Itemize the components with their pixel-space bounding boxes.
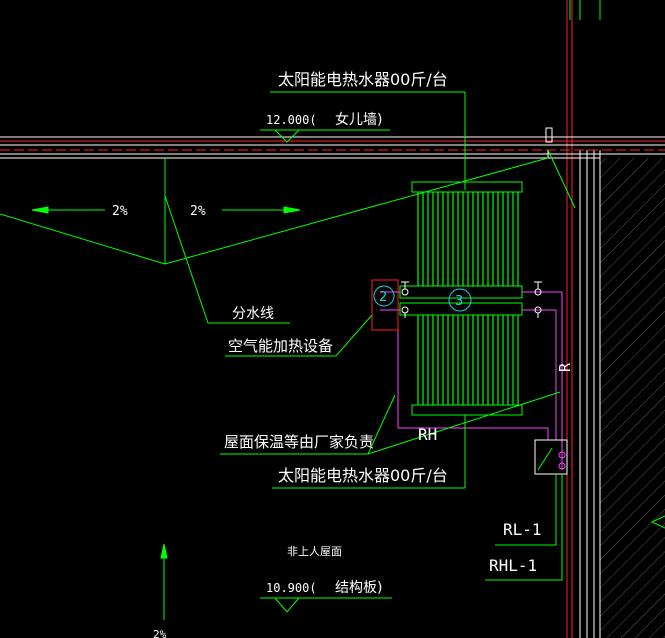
- roof-slab-lines: [0, 127, 665, 159]
- riser-label-leaders: [485, 474, 563, 581]
- heater-top-label: 太阳能电热水器00斤/台: [278, 70, 448, 89]
- callout-2: 2: [379, 290, 387, 305]
- parapet-elevation: 12.000(: [266, 113, 317, 127]
- air-heater-box: [371, 279, 399, 331]
- edge-marks: [650, 515, 665, 529]
- air-heater-leader: [225, 314, 373, 357]
- riser-box: [534, 439, 568, 475]
- valves: [401, 281, 542, 318]
- non-accessible-roof-label: 非上人屋面: [287, 545, 342, 558]
- slab-name: 结构板): [335, 580, 382, 596]
- slope-label-bottom: 2%: [153, 628, 167, 638]
- divide-line-leader: [164, 195, 290, 324]
- slope-label-right: 2%: [190, 204, 206, 219]
- callout-2-circle: [373, 285, 395, 307]
- rl1-label: RL-1: [503, 520, 542, 539]
- heater-bottom-leader: [272, 415, 466, 489]
- roof-insulation-label: 屋面保温等由厂家负责: [224, 433, 374, 451]
- slab-elevation-mark: [260, 597, 392, 613]
- bottom-slope-arrow: [160, 543, 168, 620]
- callout-3-circle: [448, 288, 472, 312]
- wall-lines: [566, 0, 601, 638]
- parapet-name: 女儿墙): [335, 111, 382, 128]
- heater-top-leader: [270, 91, 466, 190]
- parapet-elevation-mark: [260, 129, 390, 143]
- wall-hatch: [600, 158, 665, 638]
- callout-3: 3: [455, 294, 463, 309]
- rhl1-label: RHL-1: [489, 556, 537, 575]
- r-label: R: [556, 362, 574, 372]
- heater-bottom-label: 太阳能电热水器00斤/台: [278, 466, 448, 485]
- rh-label: RH: [418, 425, 437, 444]
- slope-label-left: 2%: [112, 204, 128, 219]
- air-heater-label: 空气能加热设备: [228, 337, 333, 355]
- slope-arrows: [31, 206, 301, 214]
- roof-insulation-leader: [220, 391, 561, 455]
- roof-slope: [0, 149, 576, 265]
- divide-line-label: 分水线: [232, 306, 274, 322]
- slab-elevation: 10.900(: [266, 581, 317, 595]
